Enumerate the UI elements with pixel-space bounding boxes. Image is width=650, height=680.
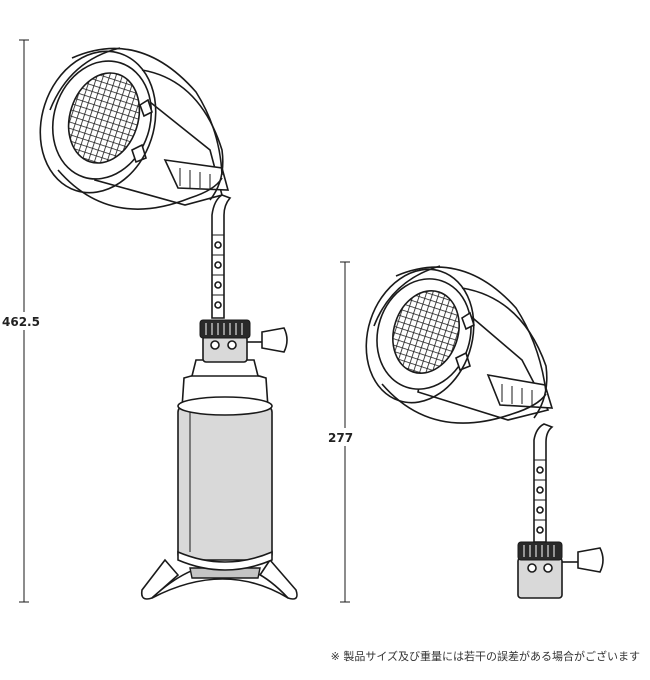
- wire-guard: [39, 47, 224, 210]
- flexible-neck-small: [533, 423, 554, 543]
- flexible-neck: [211, 194, 232, 319]
- regulator-valve-small: [517, 541, 604, 599]
- heater-head: [51, 60, 230, 206]
- gas-canister: [177, 370, 273, 571]
- canister-stand: [140, 558, 298, 600]
- heater-with-canister-illustration: [39, 47, 298, 600]
- total-height-label: 462.5: [2, 315, 40, 329]
- regulator-valve: [190, 319, 288, 377]
- heater-head-small: [376, 278, 554, 421]
- wire-guard-small: [365, 265, 548, 424]
- size-disclaimer-note: ※ 製品サイズ及び重量には若干の誤差がある場合がございます: [330, 650, 640, 663]
- head-height-label: 277: [328, 431, 353, 445]
- heater-head-only-illustration: [365, 265, 604, 599]
- total-height-dimension: 462.5: [2, 39, 48, 603]
- head-height-dimension: 277: [326, 261, 362, 603]
